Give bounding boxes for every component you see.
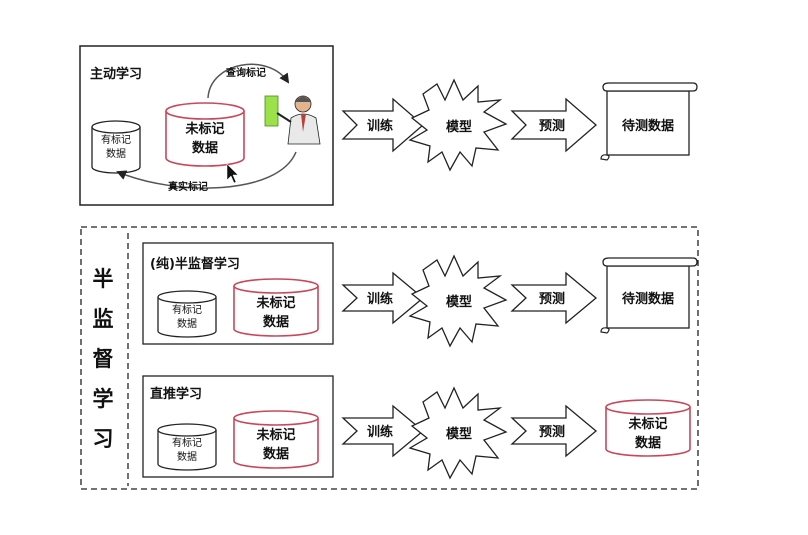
pure-predict-label: 预测 — [539, 291, 565, 307]
pure-unlabeled-cylinder: 未标记 数据 — [233, 278, 319, 337]
pure-unlabeled-label-2: 数据 — [263, 314, 289, 330]
model-burst — [408, 78, 508, 172]
semi-supervised-panel: 半 监 督 学 习 (纯)半监督学习 有标记 数据 未标记 数据 训 — [80, 226, 699, 490]
semi-side-char-3: 督 — [93, 347, 114, 371]
model-label: 模型 — [446, 119, 472, 135]
transductive-title: 直推学习 — [150, 386, 202, 402]
pure-predict-arrow — [510, 271, 598, 325]
semi-side-char-5: 习 — [93, 427, 114, 451]
expert-figure-icon — [264, 95, 321, 145]
truth-label: 真实标记 — [168, 180, 208, 193]
trans-labeled-label-2: 数据 — [177, 450, 197, 463]
active-learning-box — [79, 45, 334, 206]
unlabeled-data-cylinder: 未标记 数据 — [165, 102, 245, 167]
pure-semi-supervised-box: (纯)半监督学习 有标记 数据 未标记 数据 — [142, 242, 334, 345]
trans-unlabeled-label-2: 数据 — [263, 446, 289, 462]
train-arrow — [341, 97, 424, 153]
semi-side-char-4: 学 — [93, 387, 114, 411]
trans-train-label: 训练 — [367, 424, 393, 440]
truth-arrow — [116, 151, 297, 189]
trans-model-burst — [408, 386, 508, 480]
active-learning-panel: 主动学习 有标记 数据 未标记 数据 查询标记 真实标记 — [79, 45, 334, 206]
pure-train-label: 训练 — [367, 291, 393, 307]
transductive-box: 直推学习 有标记 数据 未标记 数据 — [142, 375, 334, 478]
trans-train-arrow — [341, 404, 425, 458]
labeled-data-label-2: 数据 — [106, 147, 126, 160]
trans-unlabeled-cylinder: 未标记 数据 — [233, 410, 319, 469]
trans-model-label: 模型 — [446, 426, 472, 442]
active-flow: 训练 模型 预测 待测数据 — [341, 78, 698, 172]
pure-model-label: 模型 — [446, 294, 472, 310]
pure-labeled-label-2: 数据 — [177, 317, 197, 330]
pure-unlabeled-label-1: 未标记 — [255, 295, 295, 311]
test-data-scroll: 待测数据 — [600, 82, 698, 161]
trans-predict-label: 预测 — [539, 424, 565, 440]
query-label: 查询标记 — [225, 66, 266, 79]
unlabeled-data-label-1: 未标记 — [184, 121, 224, 137]
pure-labeled-label-1: 有标记 — [172, 303, 202, 316]
mouse-cursor-icon — [226, 163, 239, 184]
test-data-label: 待测数据 — [621, 118, 674, 134]
transductive-flow: 训练 模型 预测 未标记 数据 — [341, 386, 691, 480]
pure-test-data-scroll: 待测数据 — [600, 257, 698, 334]
pure-semi-title: (纯)半监督学习 — [150, 256, 240, 272]
pure-model-burst — [408, 254, 508, 348]
trans-unlabeled-label-1: 未标记 — [255, 427, 295, 443]
labeled-data-label-1: 有标记 — [101, 133, 131, 146]
query-arrow — [207, 63, 290, 99]
labeled-data-cylinder: 有标记 数据 — [91, 120, 141, 174]
pure-test-data-label: 待测数据 — [621, 291, 674, 307]
pure-labeled-cylinder: 有标记 数据 — [157, 290, 217, 338]
active-learning-title: 主动学习 — [90, 66, 142, 82]
trans-target-label-1: 未标记 — [627, 416, 667, 432]
semi-side-char-2: 监 — [93, 307, 114, 331]
trans-predict-arrow — [510, 404, 598, 458]
trans-target-label-2: 数据 — [635, 435, 661, 451]
trans-labeled-label-1: 有标记 — [172, 436, 202, 449]
predict-arrow — [510, 97, 597, 153]
trans-unlabeled-target-cylinder: 未标记 数据 — [605, 399, 691, 457]
pure-train-arrow — [341, 271, 425, 325]
unlabeled-data-label-2: 数据 — [192, 140, 218, 156]
trans-labeled-cylinder: 有标记 数据 — [157, 423, 217, 471]
predict-label: 预测 — [539, 118, 565, 134]
train-label: 训练 — [367, 118, 393, 134]
pure-flow: 训练 模型 预测 待测数据 — [341, 254, 698, 348]
semi-side-char-1: 半 — [93, 267, 114, 291]
